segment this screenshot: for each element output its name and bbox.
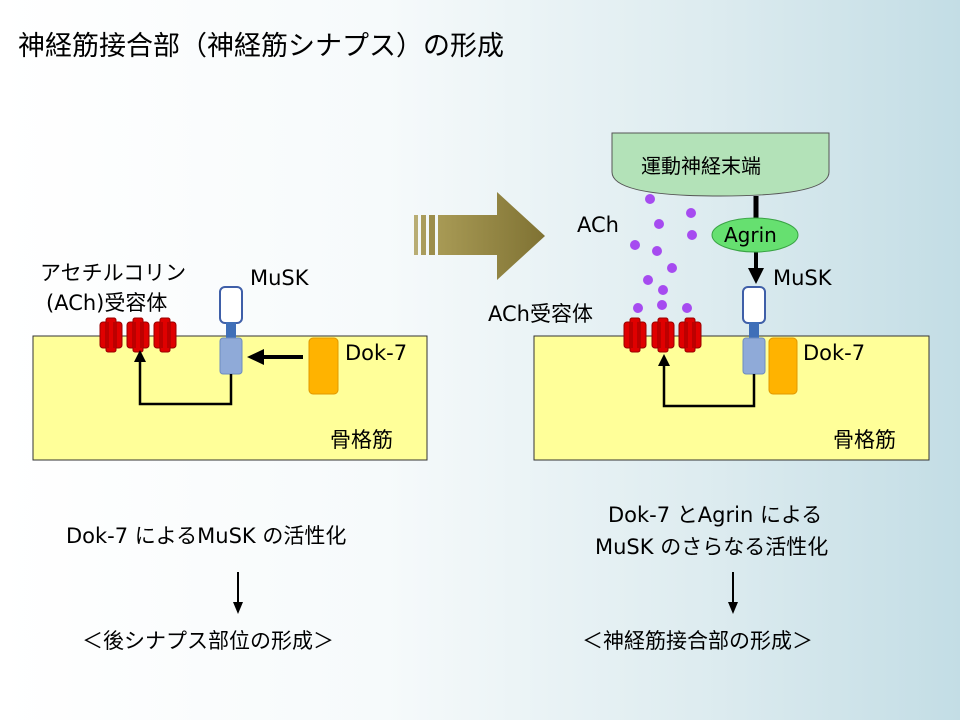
ach-dot	[686, 208, 696, 218]
left-dok7-arrowhead	[247, 349, 264, 365]
right-ach-receptor-label: ACh受容体	[488, 302, 593, 326]
right-result: ＜神経筋接合部の形成＞	[582, 629, 813, 653]
ach-receptor	[99, 317, 123, 353]
transition-arrow	[414, 192, 545, 280]
nerve-terminal	[611, 132, 830, 197]
ach-dot	[667, 263, 677, 273]
right-muscle-cell	[533, 335, 930, 461]
left-musk-label: MuSK	[250, 266, 309, 290]
ach-dot	[645, 194, 655, 204]
left-ach-receptors	[99, 317, 177, 353]
left-ach-receptor-label-line2: (ACh)受容体	[46, 291, 168, 315]
ach-dot	[633, 303, 643, 313]
ach-receptor	[126, 317, 150, 353]
ach-receptor	[153, 317, 177, 353]
ach-molecules	[630, 194, 697, 313]
ach-dot	[682, 303, 692, 313]
right-signal-arrowhead	[658, 354, 670, 366]
ach-receptor	[651, 317, 675, 353]
left-down-arrowhead	[233, 602, 243, 614]
left-dok7-label: Dok-7	[345, 341, 408, 365]
right-down-arrowhead	[728, 602, 738, 614]
left-dok7	[308, 337, 339, 395]
right-ach-receptors	[623, 317, 702, 353]
right-muscle-label: 骨格筋	[833, 428, 896, 452]
ach-dot	[658, 285, 668, 295]
ach-dot	[630, 240, 640, 250]
left-caption: Dok-7 によるMuSK の活性化	[66, 524, 347, 548]
right-musk-label: MuSK	[773, 266, 832, 290]
left-result: ＜後シナプス部位の形成＞	[82, 629, 334, 653]
right-musk-receptor	[742, 286, 766, 375]
right-caption-line1: Dok-7 とAgrin による	[608, 503, 823, 527]
ach-receptor	[623, 317, 647, 353]
page-title: 神経筋接合部（神経筋シナプス）の形成	[18, 31, 504, 62]
left-signal-arrowhead	[134, 350, 146, 362]
agrin-label: Agrin	[724, 223, 777, 247]
right-caption-line2: MuSK のさらなる活性化	[595, 535, 829, 559]
right-dok7	[768, 337, 798, 395]
left-muscle-label: 骨格筋	[330, 428, 393, 452]
left-signal-path	[138, 360, 233, 406]
right-signal-path	[662, 364, 756, 408]
ach-label: ACh	[577, 213, 619, 237]
ach-dot	[657, 300, 667, 310]
right-dok7-label: Dok-7	[803, 341, 866, 365]
left-ach-receptor-label-line1: アセチルコリン	[40, 261, 187, 285]
left-musk-receptor	[219, 286, 243, 375]
ach-dot	[652, 246, 662, 256]
ach-receptor	[678, 317, 702, 353]
ach-dot	[643, 275, 653, 285]
ach-dot	[687, 230, 697, 240]
agrin-arrowhead	[748, 268, 764, 284]
agrin-molecule	[711, 217, 799, 253]
ach-dot	[654, 219, 664, 229]
nerve-terminal-label: 運動神経末端	[641, 154, 761, 178]
